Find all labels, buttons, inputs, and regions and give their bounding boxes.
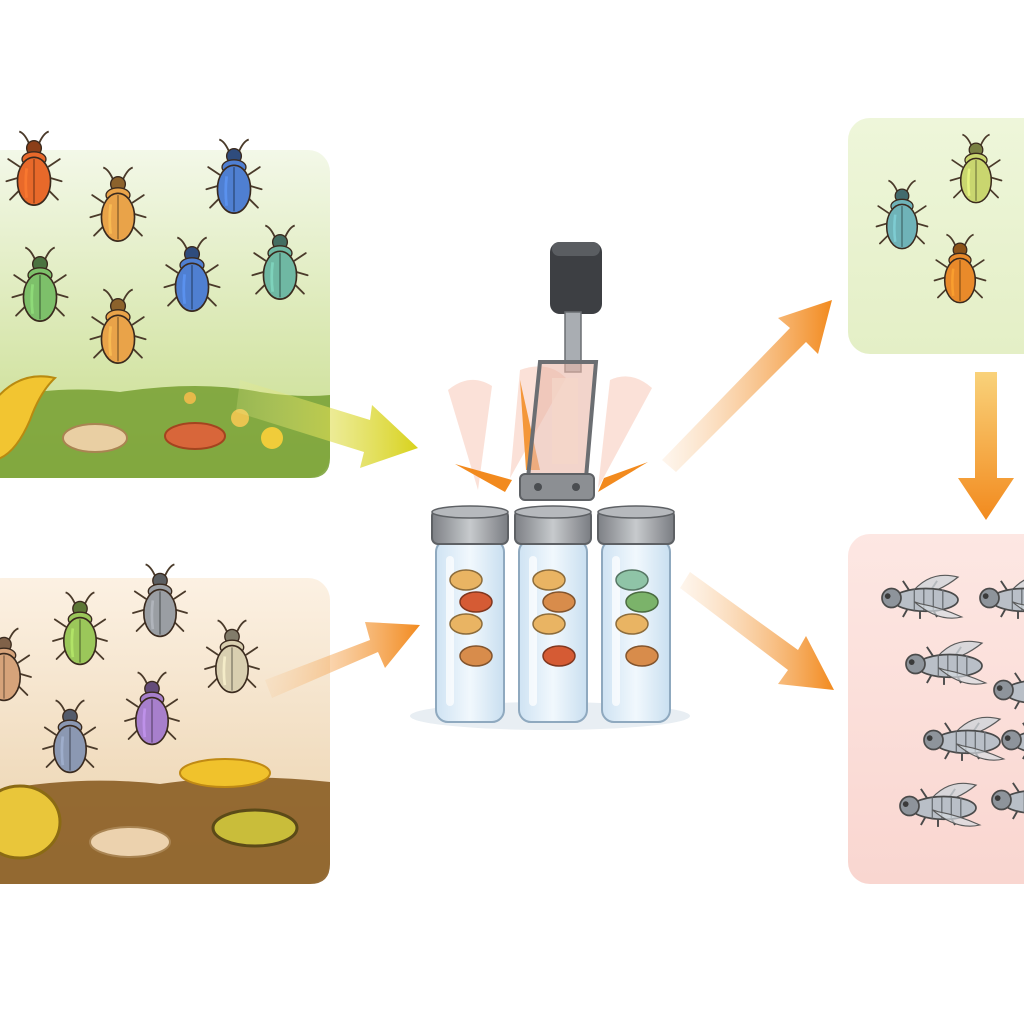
fly-icon	[923, 716, 1006, 761]
vials-group	[410, 505, 690, 730]
vial	[431, 505, 509, 723]
fly-icon	[979, 579, 1024, 619]
beetle-icon	[124, 671, 180, 746]
crushed-insect	[625, 591, 659, 613]
pickle	[211, 808, 299, 848]
arrow-top-left-to-vials	[236, 380, 418, 468]
flies-bottom-left	[0, 563, 260, 774]
press-base	[519, 473, 595, 501]
beetle-icon	[251, 224, 309, 300]
press-handle	[550, 242, 602, 314]
arrow-bottom-left-to-vials	[265, 622, 420, 698]
bugs-top-right	[875, 133, 1003, 304]
lemon-slice	[0, 784, 62, 860]
vial	[597, 505, 675, 723]
crushed-insect	[542, 645, 576, 667]
panel-bottom-right	[848, 534, 1024, 884]
crushed-insect	[449, 569, 483, 591]
fly-icon	[905, 640, 988, 685]
fly-icon	[993, 672, 1024, 710]
crushed-insect	[615, 569, 649, 591]
food-items-bottom	[0, 758, 299, 860]
beetle-icon	[949, 133, 1003, 204]
fly-icon	[991, 782, 1024, 820]
beetle-icon	[875, 179, 929, 250]
beetle-icon	[42, 699, 98, 774]
peanut	[89, 826, 171, 858]
crushed-insect	[449, 613, 483, 635]
beetle-icon	[933, 233, 987, 304]
press-tool	[519, 242, 602, 501]
beetles-top-left	[5, 130, 309, 364]
crushed-insect	[625, 645, 659, 667]
arrow-vials-to-bottom-right	[680, 572, 834, 690]
beetle-icon	[89, 166, 147, 242]
crumb-pile	[179, 758, 271, 788]
crumb	[184, 392, 196, 404]
vial	[514, 505, 592, 723]
beetle-icon	[5, 130, 63, 206]
fly-icon	[1001, 722, 1024, 760]
crushed-insect	[459, 591, 493, 613]
panel-top-right	[848, 118, 1024, 354]
beetle-icon	[52, 591, 108, 666]
soil-ground	[0, 777, 330, 884]
beetle-icon	[89, 288, 147, 364]
crushed-insect	[615, 613, 649, 635]
crushed-insect	[532, 613, 566, 635]
food-items-top	[0, 375, 283, 460]
beetle-icon	[163, 236, 221, 312]
peanut	[62, 423, 128, 453]
crushed-insect	[459, 645, 493, 667]
crumb	[261, 427, 283, 449]
crushed-insect	[542, 591, 576, 613]
banana	[0, 375, 58, 460]
gray-flies-bottom-right	[881, 574, 1024, 827]
fly-icon	[899, 782, 982, 827]
red-food	[164, 422, 226, 450]
fly-icon	[881, 574, 964, 619]
beetle-icon	[0, 627, 32, 702]
crushed-insect	[532, 569, 566, 591]
beetle-icon	[204, 619, 260, 694]
arrow-vials-to-top-right	[662, 300, 832, 472]
beetle-icon	[132, 563, 188, 638]
beetle-icon	[205, 138, 263, 214]
beetle-icon	[11, 246, 69, 322]
arrow-top-right-to-bottom-right	[958, 372, 1014, 520]
